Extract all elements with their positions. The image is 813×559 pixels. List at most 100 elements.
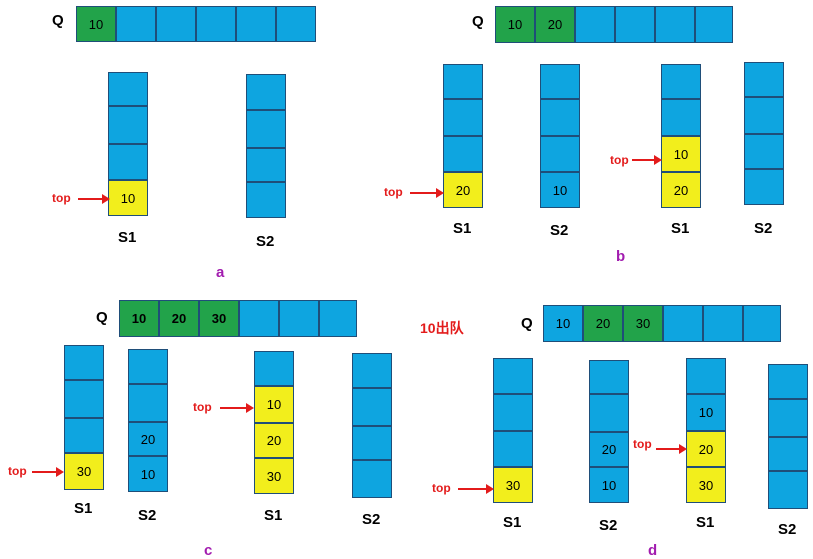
stack-label: S2: [550, 222, 569, 239]
stack-cell: 30: [493, 467, 533, 503]
stack-cell: [768, 399, 808, 437]
stack-cell: [64, 345, 104, 380]
panel-caption: b: [616, 248, 626, 265]
stack-cell: [493, 431, 533, 467]
stack-cell: 20: [128, 422, 168, 456]
top-arrow-icon: [410, 188, 444, 198]
queue-cell: [236, 6, 276, 42]
stack-cell: 10: [661, 136, 701, 172]
top-arrow-icon: [458, 484, 494, 494]
queue-label: Q: [521, 315, 533, 332]
stack-cell: [768, 437, 808, 471]
queue-cell: [279, 300, 319, 337]
stack-label: S1: [264, 507, 283, 524]
top-arrow-icon: [32, 467, 64, 477]
dequeue-note: 10出队: [420, 320, 464, 336]
queue-cell: [695, 6, 733, 43]
stack-cell: [64, 380, 104, 418]
stack-label: S1: [74, 500, 93, 517]
stack-cell: [128, 384, 168, 422]
queue-cell: [575, 6, 615, 43]
top-pointer-label: top: [8, 464, 27, 478]
stack-cell: 10: [254, 386, 294, 423]
stack-cell: [246, 110, 286, 148]
stack-cell: [540, 136, 580, 172]
queue-cell: 20: [583, 305, 623, 342]
stack-cell: [443, 136, 483, 172]
queue-cell: [239, 300, 279, 337]
stack-label: S2: [754, 220, 773, 237]
stack-cell: [493, 394, 533, 431]
stack-cell: [108, 72, 148, 106]
stack-label: S1: [671, 220, 690, 237]
queue-cell: [196, 6, 236, 42]
top-pointer-label: top: [432, 481, 451, 495]
queue-cell: 30: [623, 305, 663, 342]
top-arrow-icon: [220, 403, 254, 413]
stack-label: S2: [599, 517, 618, 534]
queue-cell: [743, 305, 781, 342]
stack-label: S2: [256, 233, 275, 250]
stack-cell: 10: [686, 394, 726, 431]
queue-cell: [116, 6, 156, 42]
panel-caption: a: [216, 264, 225, 281]
stack-cell: 10: [540, 172, 580, 208]
stack-cell: 10: [128, 456, 168, 492]
top-arrow-icon: [656, 444, 687, 454]
stack-cell: [661, 64, 701, 99]
queue-cell: [276, 6, 316, 42]
queue-cell: [655, 6, 695, 43]
stack-cell: [128, 349, 168, 384]
stack-cell: [246, 148, 286, 182]
stack-label: S1: [696, 514, 715, 531]
top-arrow-icon: [632, 155, 662, 165]
stack-cell: 30: [686, 467, 726, 503]
stack-cell: [686, 358, 726, 394]
queue-cell: [156, 6, 196, 42]
stack-cell: [744, 169, 784, 205]
stack-cell: [589, 360, 629, 394]
stack-cell: [352, 388, 392, 426]
stack-label: S2: [362, 511, 381, 528]
top-pointer-label: top: [52, 191, 71, 205]
queue-cell: 10: [543, 305, 583, 342]
stack-cell: [352, 353, 392, 388]
stack-cell: 10: [589, 467, 629, 503]
stack-label: S2: [138, 507, 157, 524]
top-pointer-label: top: [193, 400, 212, 414]
queue-cell: 10: [76, 6, 116, 42]
stack-label: S1: [453, 220, 472, 237]
queue-cell: [703, 305, 743, 342]
stack-cell: 20: [589, 432, 629, 467]
queue-cell: [663, 305, 703, 342]
stack-label: S1: [118, 229, 137, 246]
stack-cell: 20: [686, 431, 726, 467]
queue-cell: 20: [159, 300, 199, 337]
stack-cell: [254, 351, 294, 386]
top-pointer-label: top: [384, 185, 403, 199]
stack-cell: 30: [254, 458, 294, 494]
stack-cell: [744, 62, 784, 97]
queue-cell: 10: [495, 6, 535, 43]
stack-cell: [64, 418, 104, 453]
top-pointer-label: top: [633, 437, 652, 451]
panel-caption: c: [204, 542, 213, 559]
panel-caption: d: [648, 542, 658, 559]
stack-cell: [540, 99, 580, 136]
stack-cell: [246, 182, 286, 218]
stack-cell: 20: [443, 172, 483, 208]
queue-cell: 10: [119, 300, 159, 337]
queue-label: Q: [52, 12, 64, 29]
top-arrow-icon: [78, 194, 110, 204]
queue-cell: [615, 6, 655, 43]
stack-cell: [443, 64, 483, 99]
stack-cell: [246, 74, 286, 110]
stack-cell: 20: [254, 423, 294, 458]
stack-cell: [540, 64, 580, 99]
stack-cell: 20: [661, 172, 701, 208]
stack-label: S1: [503, 514, 522, 531]
stack-cell: [443, 99, 483, 136]
queue-cell: 30: [199, 300, 239, 337]
stack-cell: 30: [64, 453, 104, 490]
queue-cell: [319, 300, 357, 337]
